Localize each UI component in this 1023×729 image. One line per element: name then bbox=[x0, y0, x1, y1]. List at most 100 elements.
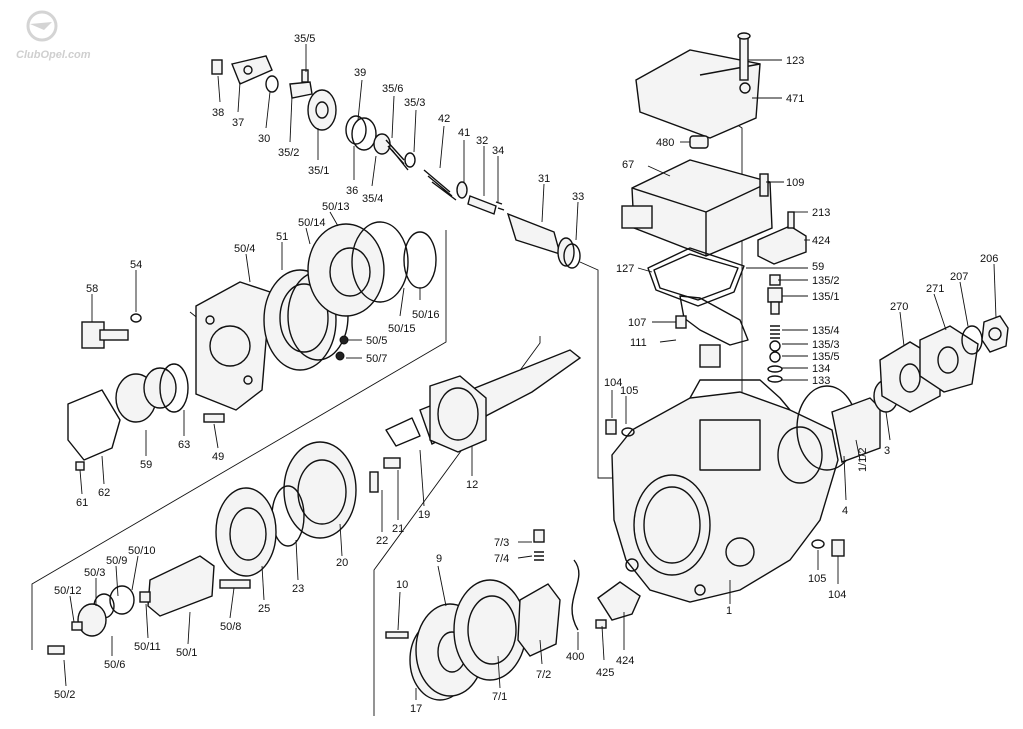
middle-shaft-parts bbox=[215, 349, 582, 577]
label-7-3: 7/3 bbox=[494, 537, 509, 549]
label-50-16: 50/16 bbox=[412, 309, 440, 321]
label-107: 107 bbox=[628, 317, 646, 329]
label-50-7: 50/7 bbox=[366, 353, 387, 365]
label-207: 207 bbox=[950, 271, 968, 283]
label-471: 471 bbox=[786, 93, 804, 105]
label-127: 127 bbox=[616, 263, 634, 275]
label-50-11: 50/11 bbox=[134, 641, 161, 653]
label-38: 38 bbox=[212, 107, 224, 119]
label-51: 51 bbox=[276, 231, 288, 243]
control-unit bbox=[621, 135, 773, 257]
label-61: 61 bbox=[76, 497, 88, 509]
label-104-bottom: 104 bbox=[828, 589, 846, 601]
label-424-bottom: 424 bbox=[616, 655, 634, 667]
label-67: 67 bbox=[622, 159, 634, 171]
label-7-1: 7/1 bbox=[492, 691, 507, 703]
label-33: 33 bbox=[572, 191, 584, 203]
label-213: 213 bbox=[812, 207, 830, 219]
label-50-1: 50/1 bbox=[176, 647, 197, 659]
label-39: 39 bbox=[354, 67, 366, 79]
label-50-9: 50/9 bbox=[106, 555, 127, 567]
bolt-104-bottom bbox=[811, 539, 845, 557]
label-25: 25 bbox=[258, 603, 270, 615]
screw-123 bbox=[737, 32, 751, 81]
label-36: 36 bbox=[346, 185, 358, 197]
label-34: 34 bbox=[492, 145, 504, 157]
label-50-12: 50/12 bbox=[54, 585, 82, 597]
watermark-logo: ClubOpel.com bbox=[16, 10, 91, 61]
label-270: 270 bbox=[890, 301, 908, 313]
label-50-6: 50/6 bbox=[104, 659, 125, 671]
part-labels: 123 471 480 67 109 213 424 59 127 135/2 … bbox=[54, 33, 998, 715]
label-50-3: 50/3 bbox=[84, 567, 105, 579]
label-32: 32 bbox=[476, 135, 488, 147]
label-50-5: 50/5 bbox=[366, 335, 387, 347]
label-21: 21 bbox=[392, 523, 404, 535]
upper-left-parts bbox=[211, 55, 581, 269]
label-12: 12 bbox=[466, 479, 478, 491]
label-109: 109 bbox=[786, 177, 804, 189]
top-cover bbox=[635, 49, 761, 139]
label-123: 123 bbox=[786, 55, 804, 67]
label-50-8: 50/8 bbox=[220, 621, 241, 633]
label-20: 20 bbox=[336, 557, 348, 569]
label-17: 17 bbox=[410, 703, 422, 715]
label-50-4: 50/4 bbox=[234, 243, 255, 255]
label-31: 31 bbox=[538, 173, 550, 185]
label-30: 30 bbox=[258, 133, 270, 145]
label-7-2: 7/2 bbox=[536, 669, 551, 681]
label-425: 425 bbox=[596, 667, 614, 679]
label-59-right: 59 bbox=[812, 261, 824, 273]
lower-left-parts bbox=[47, 555, 251, 655]
label-400: 400 bbox=[566, 651, 584, 663]
label-111: 111 bbox=[630, 337, 647, 349]
label-1: 1 bbox=[726, 605, 732, 617]
label-206: 206 bbox=[980, 253, 998, 265]
label-54: 54 bbox=[130, 259, 142, 271]
label-3: 3 bbox=[884, 445, 890, 457]
label-59-left: 59 bbox=[140, 459, 152, 471]
label-10: 10 bbox=[396, 579, 408, 591]
label-49: 49 bbox=[212, 451, 224, 463]
label-134: 134 bbox=[812, 363, 830, 375]
label-19: 19 bbox=[418, 509, 430, 521]
label-62: 62 bbox=[98, 487, 110, 499]
label-135-5: 135/5 bbox=[812, 351, 840, 363]
label-23: 23 bbox=[292, 583, 304, 595]
bolt-104-top bbox=[605, 419, 635, 437]
label-105-bottom: 105 bbox=[808, 573, 826, 585]
label-4: 4 bbox=[842, 505, 848, 517]
label-135-2: 135/2 bbox=[812, 275, 840, 287]
label-35-3: 35/3 bbox=[404, 97, 425, 109]
label-104-top: 104 bbox=[604, 377, 622, 389]
label-63: 63 bbox=[178, 439, 190, 451]
label-50-2: 50/2 bbox=[54, 689, 75, 701]
label-58: 58 bbox=[86, 283, 98, 295]
harness-107 bbox=[675, 295, 749, 368]
drive-end-parts bbox=[796, 315, 1009, 471]
label-271: 271 bbox=[926, 283, 944, 295]
valve-stack bbox=[767, 274, 783, 383]
pump-housing bbox=[611, 379, 839, 603]
sensor-424 bbox=[757, 173, 807, 265]
label-35-6: 35/6 bbox=[382, 83, 403, 95]
label-424-top: 424 bbox=[812, 235, 830, 247]
label-35-5: 35/5 bbox=[294, 33, 315, 45]
lower-middle-parts bbox=[385, 529, 641, 701]
label-50-15: 50/15 bbox=[388, 323, 416, 335]
label-7-4: 7/4 bbox=[494, 553, 509, 565]
label-50-10: 50/10 bbox=[128, 545, 156, 557]
label-480: 480 bbox=[656, 137, 674, 149]
label-35-2: 35/2 bbox=[278, 147, 299, 159]
label-135-4: 135/4 bbox=[812, 325, 840, 337]
label-9: 9 bbox=[436, 553, 442, 565]
label-1-1-2: 1/1/2 bbox=[857, 448, 869, 472]
gasket-127 bbox=[647, 247, 745, 307]
label-50-13: 50/13 bbox=[322, 201, 350, 213]
leader-lines bbox=[63, 44, 997, 700]
label-135-3: 135/3 bbox=[812, 339, 840, 351]
label-35-4: 35/4 bbox=[362, 193, 383, 205]
label-135-1: 135/1 bbox=[812, 291, 840, 303]
label-41: 41 bbox=[458, 127, 470, 139]
